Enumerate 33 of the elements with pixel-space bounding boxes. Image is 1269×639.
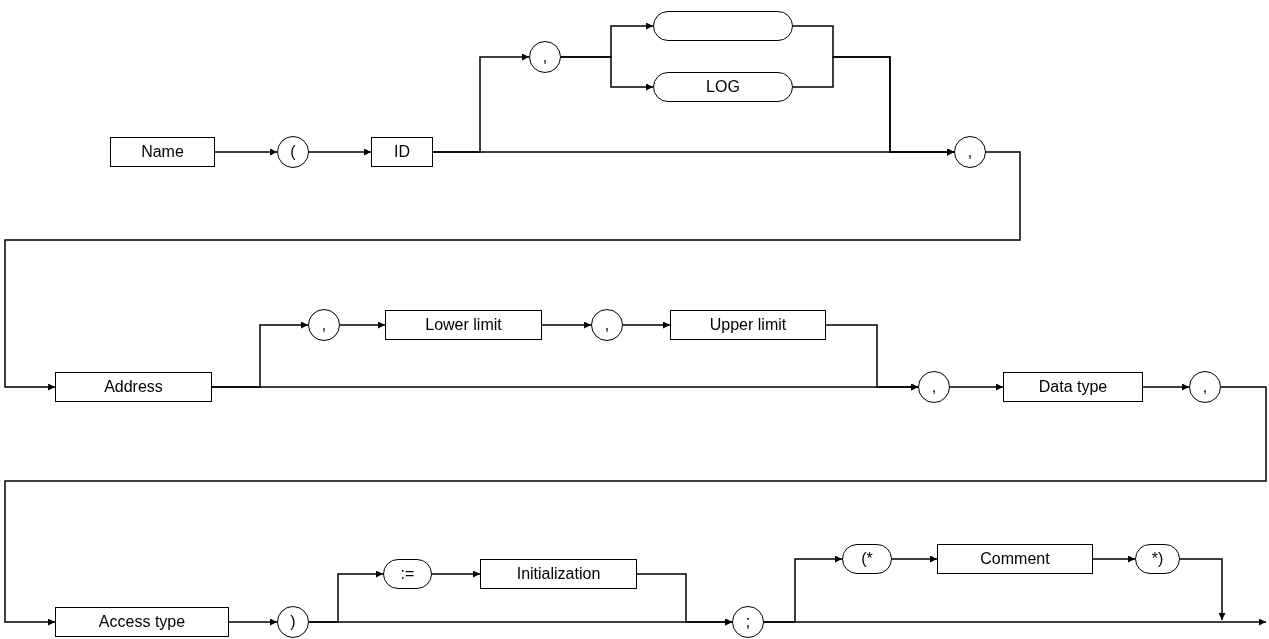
arrow xyxy=(1179,558,1226,621)
arrow xyxy=(339,321,386,329)
arrow xyxy=(228,618,278,626)
syntax-box: Upper limit xyxy=(670,310,826,340)
arrow xyxy=(636,573,733,626)
arrow xyxy=(891,555,938,563)
arrow xyxy=(622,321,671,329)
syntax-box: Access type xyxy=(55,607,229,637)
arrow xyxy=(4,151,1021,391)
syntax-box: Initialization xyxy=(480,559,637,589)
arrow xyxy=(1142,383,1190,391)
terminal-pill: (* xyxy=(842,544,892,574)
terminal-pill: *) xyxy=(1135,544,1180,574)
arrow xyxy=(308,148,372,156)
arrow xyxy=(1092,555,1136,563)
empty-terminal-pill xyxy=(653,11,793,41)
syntax-box: Data type xyxy=(1003,372,1143,402)
syntax-box: Lower limit xyxy=(385,310,542,340)
arrow xyxy=(792,56,955,156)
arrow xyxy=(949,383,1004,391)
syntax-box: Name xyxy=(110,137,215,167)
terminal-pill: LOG xyxy=(653,72,793,102)
arrow xyxy=(763,618,1267,626)
syntax-box: Comment xyxy=(937,544,1093,574)
arrow xyxy=(214,148,278,156)
arrow xyxy=(560,56,654,91)
terminal-pill: := xyxy=(383,559,432,589)
syntax-box: ID xyxy=(371,137,433,167)
arrow xyxy=(4,386,1267,626)
arrow xyxy=(825,324,919,391)
arrow xyxy=(541,321,592,329)
syntax-box: Address xyxy=(55,372,212,402)
arrow xyxy=(431,570,481,578)
